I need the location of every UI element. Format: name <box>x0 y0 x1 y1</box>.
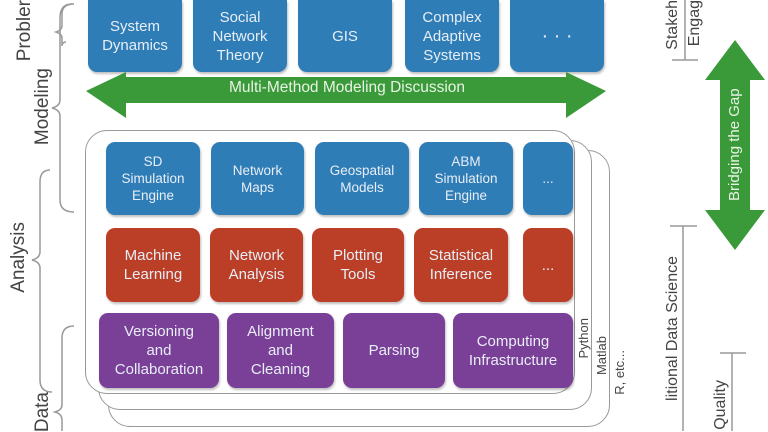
data-box: Versioning and Collaboration <box>99 313 219 388</box>
modeling-box: SD Simulation Engine <box>106 142 200 215</box>
label-bridging-gap: Bridging the Gap <box>726 88 743 202</box>
label-data: Data <box>32 392 53 432</box>
label-data-science: litional Data Science <box>664 256 681 401</box>
analysis-box: Network Analysis <box>210 228 303 302</box>
label-modeling: Modeling <box>32 68 53 146</box>
problem-box: GIS <box>298 0 392 72</box>
data-box: Computing Infrastructure <box>453 313 573 388</box>
brace-lines <box>31 3 75 431</box>
label-quality: Quality <box>712 380 729 430</box>
analysis-box: Statistical Inference <box>414 228 508 302</box>
problem-box: System Dynamics <box>88 0 182 72</box>
stack-label-python: Python <box>576 318 591 359</box>
data-brace <box>52 325 75 431</box>
analysis-box: Plotting Tools <box>312 228 404 302</box>
analysis-box: ... <box>523 228 573 302</box>
label-analysis: Analysis <box>8 222 29 293</box>
label-engagement: Engag <box>686 0 703 47</box>
modeling-box: Geospatial Models <box>315 142 409 215</box>
modeling-brace <box>51 3 75 213</box>
stack-label-r: R, etc... <box>612 350 627 395</box>
discussion-label: Multi-Method Modeling Discussion <box>228 79 466 96</box>
stack-label-matlab: Matlab <box>594 336 609 376</box>
label-problem: Probler <box>14 0 35 62</box>
modeling-box: Network Maps <box>211 142 304 215</box>
problem-box: · · · <box>510 0 604 72</box>
right-brackets <box>670 0 765 431</box>
analysis-brace <box>31 169 53 393</box>
discussion-arrow <box>86 72 606 118</box>
data-box: Parsing <box>343 313 445 388</box>
analysis-box: Machine Learning <box>106 228 200 302</box>
label-stakeholder: Stakeh <box>664 0 681 50</box>
bridging-arrow <box>705 40 765 250</box>
modeling-box: ABM Simulation Engine <box>419 142 513 215</box>
modeling-box: ... <box>523 142 573 215</box>
problem-brace <box>53 3 75 47</box>
problem-box: Social Network Theory <box>193 0 287 72</box>
data-box: Alignment and Cleaning <box>227 313 334 388</box>
problem-box: Complex Adaptive Systems <box>405 0 499 72</box>
